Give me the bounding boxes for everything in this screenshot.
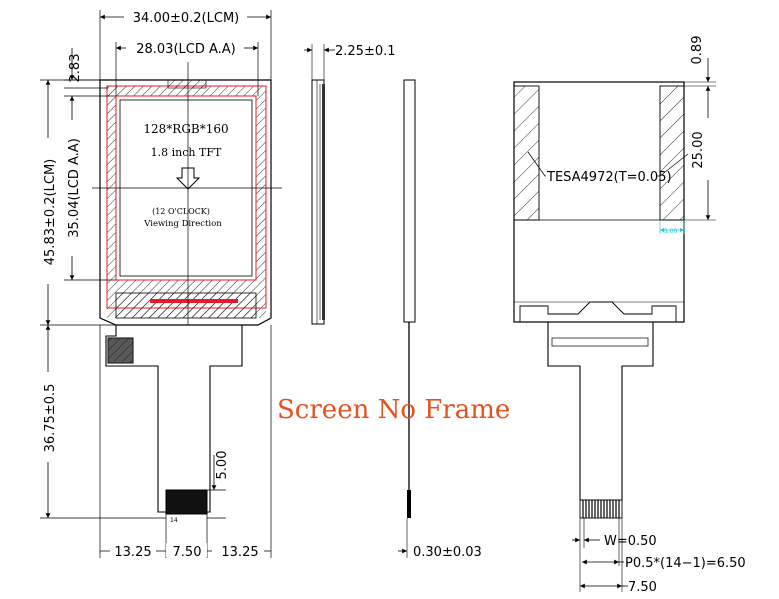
dim-fpc-thickness: 0.30±0.03 bbox=[413, 545, 482, 560]
dim-back-small: 5.00 bbox=[664, 228, 678, 235]
fpc-side-view: 0.30±0.03 bbox=[398, 79, 482, 560]
fpc-contacts bbox=[165, 489, 208, 515]
dim-bottom-right: 13.25 bbox=[221, 545, 258, 560]
dim-back-tape-h: 25.00 bbox=[691, 131, 706, 168]
dim-back-fpc-width: 7.50 bbox=[628, 580, 657, 595]
back-view: TESA4972(T=0.05) bbox=[513, 81, 689, 519]
back-pins bbox=[579, 499, 623, 519]
pin-one-label: 14 bbox=[170, 517, 178, 524]
screen-resolution: 128*RGB*160 bbox=[143, 122, 228, 136]
fpc-cable bbox=[105, 325, 243, 513]
red-driver-line bbox=[150, 299, 238, 303]
bottom-strip bbox=[115, 292, 257, 319]
dim-lcm-height: 45.83±0.2(LCM) bbox=[43, 159, 58, 265]
dim-fpc-length: 36.75±0.5 bbox=[43, 384, 58, 453]
dim-top-gap: 2.83 bbox=[68, 54, 83, 83]
side-view: 2.25±0.1 bbox=[304, 44, 396, 325]
front-view: 128*RGB*160 1.8 inch TFT (12 O'CLOCK) Vi… bbox=[92, 62, 282, 524]
dim-lcm-width: 34.00±0.2(LCM) bbox=[133, 11, 239, 26]
dim-lcd-aa-width: 28.03(LCD A.A) bbox=[136, 42, 236, 57]
dim-back-top: 0.89 bbox=[690, 36, 705, 65]
dim-pin-width: W=0.50 bbox=[604, 534, 657, 549]
back-dimensions: 0.89 25.00 5.00 W=0.50 P0.5*(14−1)=6.50 … bbox=[572, 36, 746, 595]
viewing-clock: (12 O'CLOCK) bbox=[152, 207, 210, 216]
caption-screen-no-frame: Screen No Frame bbox=[277, 395, 510, 425]
back-tape-label: TESA4972(T=0.05) bbox=[546, 170, 672, 185]
dim-bottom-mid: 7.50 bbox=[173, 545, 202, 560]
dim-thickness: 2.25±0.1 bbox=[335, 44, 396, 59]
screen-size: 1.8 inch TFT bbox=[151, 146, 222, 159]
dim-pin-pitch: P0.5*(14−1)=6.50 bbox=[625, 556, 746, 571]
back-tape-left bbox=[513, 85, 540, 221]
front-dimensions: 34.00±0.2(LCM) 28.03(LCD A.A) 2.83 45.83… bbox=[38, 10, 272, 560]
viewing-arrow bbox=[175, 167, 201, 190]
dim-lcd-aa-height: 35.04(LCD A.A) bbox=[67, 138, 82, 238]
viewing-direction: Viewing Direction bbox=[143, 219, 222, 229]
back-tape-right bbox=[659, 85, 685, 221]
dim-bottom-left: 13.25 bbox=[114, 545, 151, 560]
dim-fpc-tail: 5.00 bbox=[215, 451, 230, 480]
back-fpc bbox=[547, 322, 654, 501]
back-outline bbox=[513, 81, 685, 323]
